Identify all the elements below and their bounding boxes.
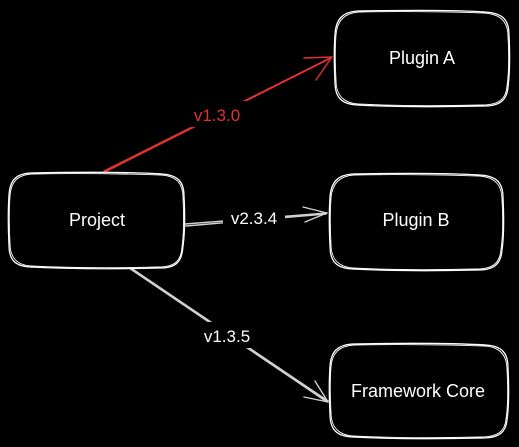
edge-project-plugin-b: v2.3.4 [184, 205, 328, 229]
node-label-project: Project [69, 210, 125, 230]
node-framework-core: Framework Core [328, 342, 510, 440]
arrowhead-icon [302, 206, 328, 223]
node-box-sketch [329, 174, 504, 271]
node-label-framework-core: Framework Core [351, 381, 485, 401]
edge-label-bg [196, 322, 258, 348]
node-plugin-a: Plugin A [333, 9, 511, 108]
node-label-plugin-b: Plugin B [382, 210, 449, 230]
edge-label-bg [223, 205, 285, 229]
node-plugin-b: Plugin B [328, 172, 505, 272]
node-box-sketch [8, 173, 185, 269]
node-box [7, 171, 186, 270]
arrowhead-icon [303, 380, 329, 403]
arrowhead-icon [303, 56, 333, 81]
edge-label-v135: v1.3.5 [204, 327, 250, 346]
node-project: Project [7, 171, 186, 270]
node-box-sketch [329, 344, 509, 439]
edge-label-v130: v1.3.0 [194, 106, 240, 125]
edge-project-plugin-a: v1.3.0 [103, 56, 333, 173]
edge-label-bg [186, 101, 248, 127]
node-box [328, 172, 505, 272]
node-box-sketch [334, 11, 510, 107]
edge-project-framework-core: v1.3.5 [128, 267, 329, 403]
node-label-plugin-a: Plugin A [389, 48, 455, 68]
node-box [333, 9, 511, 108]
edge-label-v234: v2.3.4 [231, 209, 277, 228]
node-box [328, 342, 510, 440]
